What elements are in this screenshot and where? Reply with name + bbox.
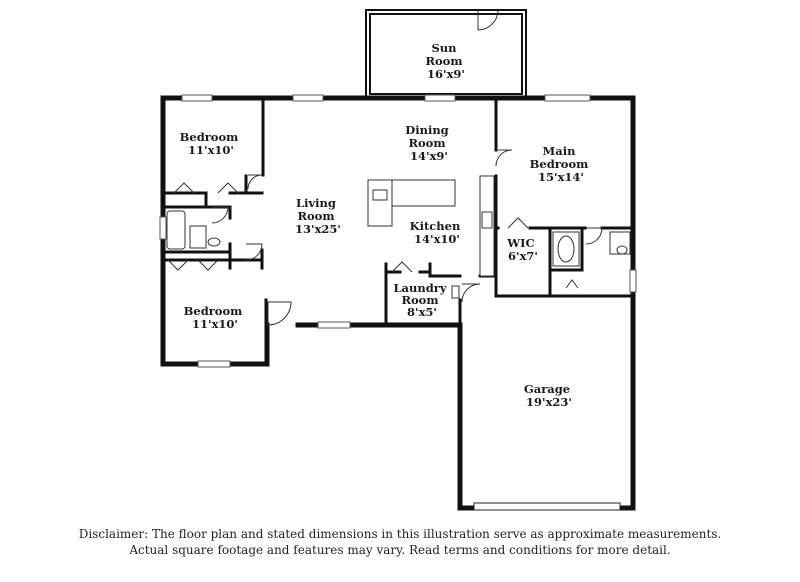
main-bedroom-dims: 15'x14' [538,170,584,184]
toilet [616,245,628,255]
disclaimer-line-2: Actual square footage and features may v… [129,543,671,557]
interior-walls [161,96,635,327]
disclaimer: Disclaimer: The floor plan and stated di… [0,526,800,558]
room-label-kitchen: Kitchen 14'x10' [410,219,465,246]
room-label-wic: WIC 6'x7' [506,236,538,263]
closet-door [391,261,413,273]
kitchen-island-side [367,179,393,227]
bathtub-oval [557,235,575,263]
main-bedroom-name-1: Main [543,144,577,158]
disclaimer-line-1: Disclaimer: The floor plan and stated di… [78,527,722,541]
room-label-living-room: Living Room 13'x25' [295,196,341,236]
sun-room-dims: 16'x9' [427,67,465,81]
door [495,149,513,167]
closet-door [217,182,239,194]
closet-door [565,279,579,289]
door [585,227,603,245]
washer [451,285,460,299]
window [181,94,213,102]
door [245,243,263,261]
window [292,94,324,102]
sun-room-name-1: Sun [431,41,457,55]
floor-plan: Sun Room 16'x9' Dining Room 14'x9' Main … [159,9,637,511]
dining-room-dims: 14'x9' [410,149,448,163]
window [629,269,637,293]
wic-dims: 6'x7' [508,249,538,263]
door [267,301,292,326]
laundry-room-dims: 8'x5' [407,305,437,319]
doors [167,9,603,326]
room-label-sun-room: Sun Room 16'x9' [425,41,466,81]
kitchen-name: Kitchen [410,219,461,233]
room-label-dining-room: Dining Room 14'x9' [405,123,453,163]
room-label-main-bedroom: Main Bedroom 15'x14' [530,144,593,184]
living-room-dims: 13'x25' [295,222,341,236]
laundry-room-name-2: Room [401,293,438,307]
room-label-bedroom-bottom: Bedroom 11'x10' [184,304,247,331]
bedroom-top-name: Bedroom [180,130,239,144]
bathtub [166,210,186,250]
door [211,206,229,224]
fixtures [166,175,631,299]
room-label-garage: Garage 19'x23' [524,382,574,409]
window [159,216,167,240]
window [197,360,231,368]
sink [372,189,388,201]
garage-door [473,502,621,511]
range [481,211,493,229]
toilet [207,237,221,247]
window [317,321,351,329]
bath-vanity [189,225,207,249]
window [544,94,591,102]
garage-dims: 19'x23' [526,395,572,409]
room-labels: Sun Room 16'x9' Dining Room 14'x9' Main … [180,41,593,409]
door [477,9,499,31]
living-room-name-2: Room [297,209,334,223]
closet-door [167,259,189,271]
wic-name: WIC [506,236,534,250]
bedroom-bottom-name: Bedroom [184,304,243,318]
door [247,174,263,190]
bedroom-top-dims: 11'x10' [188,143,234,157]
windows [159,94,637,511]
bedroom-bottom-dims: 11'x10' [192,317,238,331]
living-room-name-1: Living [296,196,336,210]
main-bedroom-name-2: Bedroom [530,157,589,171]
dining-room-name-2: Room [408,136,445,150]
sun-room-name-2: Room [425,54,462,68]
garage-name: Garage [524,382,570,396]
laundry-room-name-1: Laundry [393,281,446,295]
kitchen-dims: 14'x10' [414,232,460,246]
dining-room-name-1: Dining [405,123,448,137]
closet-door [173,182,195,194]
closet-door [197,259,219,271]
window [424,94,456,102]
door [461,283,481,303]
room-label-laundry-room: Laundry Room 8'x5' [393,281,450,319]
closet-door [507,217,529,229]
room-label-bedroom-top: Bedroom 11'x10' [180,130,243,157]
